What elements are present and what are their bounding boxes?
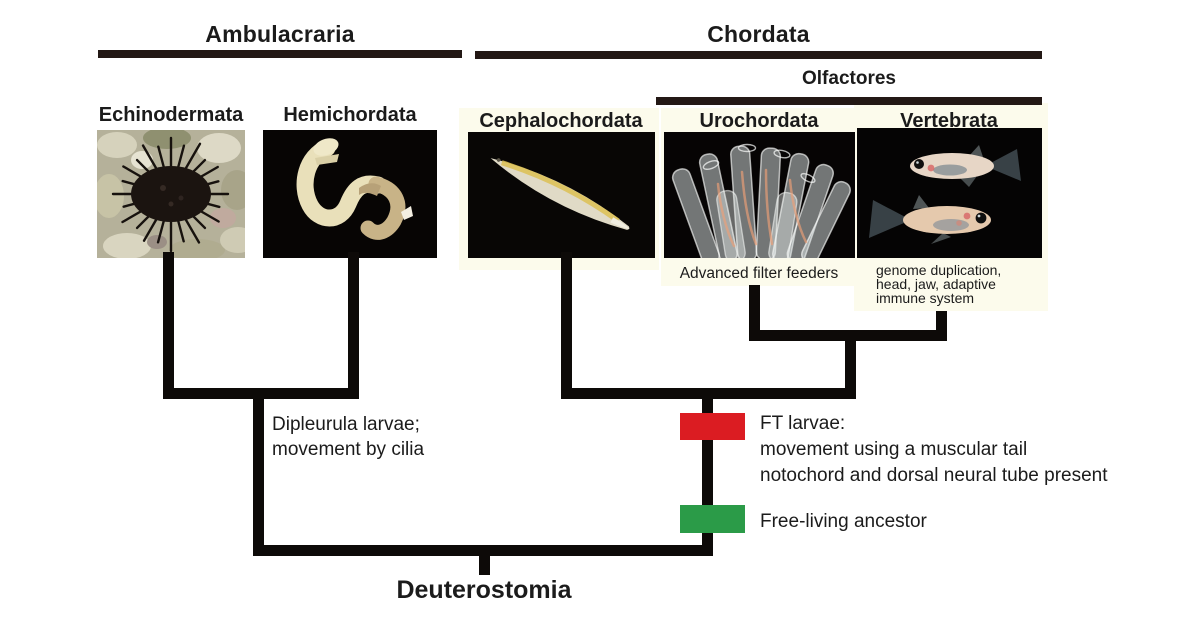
free-living-ancestor-note: Free-living ancestor [760,511,927,532]
clade-bar-chordata [475,51,1042,59]
clade-label-olfactores: Olfactores [802,68,896,89]
caption-vertebrata-line-1: genome duplication, [876,262,1002,278]
amphioxus-lancelet-photo [468,132,655,258]
root-stub [479,545,490,575]
branch-urochordata-stem [749,285,760,341]
acorn-worm-photo [263,130,437,258]
olfactores-clade-stem [845,330,856,399]
branch-hemichordata-stem [348,252,359,399]
sea-urchin-photo [97,130,245,258]
top-fish [910,145,1021,187]
clade-label-chordata: Chordata [707,21,810,47]
taxon-label-echinodermata: Echinodermata [98,104,244,126]
taxon-label-hemichordata: Hemichordata [283,104,417,126]
ft-larvae-note-line-1: FT larvae: [760,413,846,434]
branch-cephalochordata-stem [561,252,572,399]
caption-vertebrata-line-3: immune system [876,290,975,306]
taxon-label-vertebrata: Vertebrata [900,110,998,132]
dipleurula-note-line-1: Dipleurula larvae; [272,414,420,435]
clade-label-ambulacraria: Ambulacraria [205,21,355,47]
root-label-deuterostomia: Deuterostomia [396,576,572,604]
branch-vertebrata-stem [936,311,947,341]
clade-bar-ambulacraria [98,50,462,58]
chordata-clade-stem [702,388,713,556]
medaka-fish-pair-photo [857,128,1042,258]
taxon-label-cephalochordata: Cephalochordata [479,110,643,132]
caption-urochordata: Advanced filter feeders [679,265,839,282]
ft-larvae-note-line-3: notochord and dorsal neural tube present [760,465,1108,486]
dipleurula-note-line-2: movement by cilia [272,439,425,460]
clade-bar-olfactores [656,97,1042,105]
ambulacraria-clade-stem [253,388,264,556]
free-living-ancestor-marker [680,505,745,533]
bottom-fish [869,195,991,244]
ft-larvae-marker [680,413,745,440]
taxon-label-urochordata: Urochordata [699,110,819,132]
caption-vertebrata-line-2: head, jaw, adaptive [876,276,996,292]
tunicate-colony-photo [664,132,855,258]
ft-larvae-note-line-2: movement using a muscular tail [760,439,1028,460]
branch-echinodermata-stem [163,252,174,399]
